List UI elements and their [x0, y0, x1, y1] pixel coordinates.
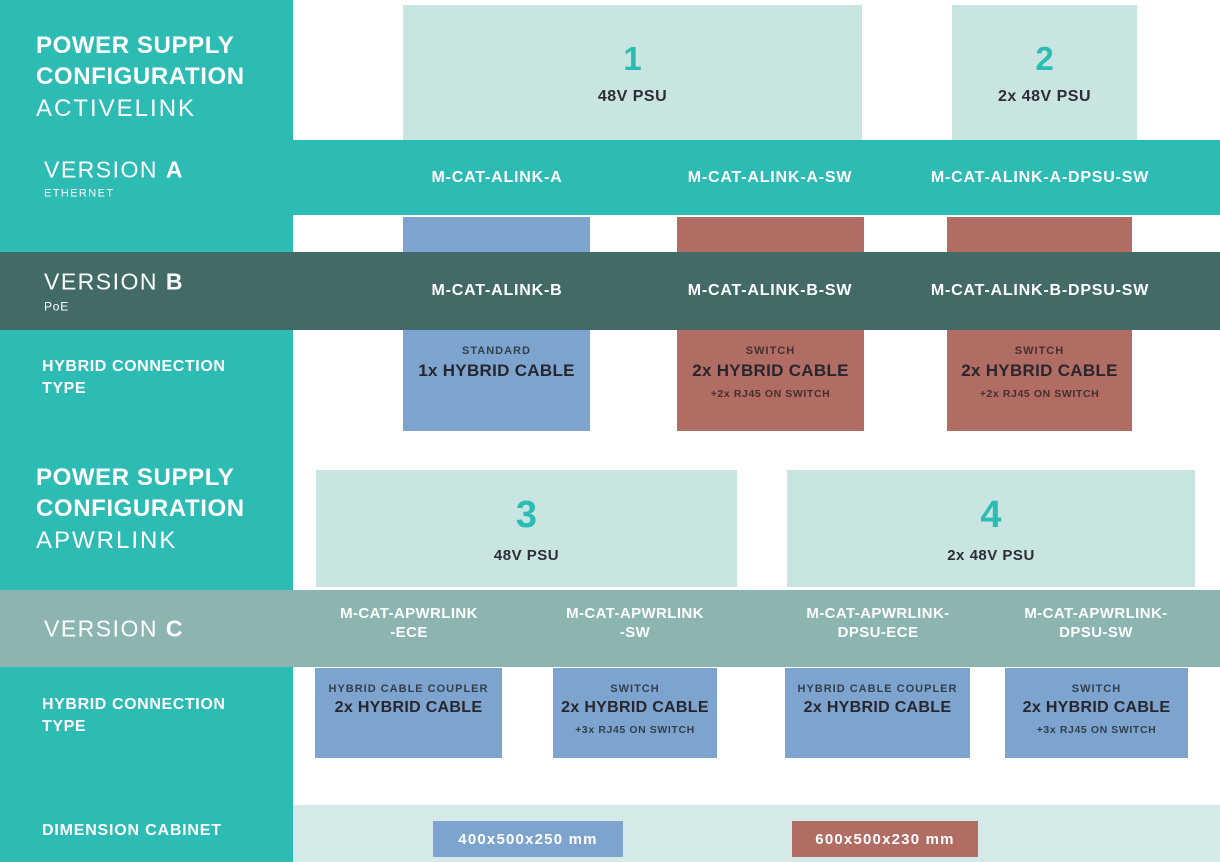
activelink-subtitle: ACTIVELINK: [36, 95, 197, 122]
version-b-sublabel: PoE: [44, 299, 70, 314]
psu-option-3-label: 48V PSU: [493, 546, 560, 564]
hybrid-label-top-line1: HYBRID CONNECTION: [42, 358, 226, 375]
hybrid-connection-type-label-top: HYBRID CONNECTION TYPE: [42, 356, 226, 400]
version-b-band: VERSION B PoE M-CAT-ALINK-B M-CAT-ALINK-…: [0, 252, 1220, 330]
psu-option-3-box: 3 48V PSU: [316, 470, 737, 587]
hybrid-box-apwrlink-dpsu-sw: SWITCH 2x HYBRID CABLE +3x RJ45 ON SWITC…: [1005, 668, 1188, 758]
version-a-word: VERSION: [44, 156, 159, 182]
hybrid-box-apwrlink-ece: HYBRID CABLE COUPLER 2x HYBRID CABLE: [315, 668, 502, 758]
psu-option-4-box: 4 2x 48V PSU: [787, 470, 1195, 587]
hybrid-box-apwrlink-dpsu-ece: HYBRID CABLE COUPLER 2x HYBRID CABLE: [785, 668, 970, 758]
column-stub-1: [403, 217, 590, 252]
hybrid-main: 2x HYBRID CABLE: [334, 699, 483, 716]
hybrid-tag: STANDARD: [462, 345, 531, 357]
hybrid-note: +2x RJ45 ON SWITCH: [979, 388, 1100, 400]
dimension-chip-600: 600x500x230 mm: [792, 821, 978, 857]
hybrid-box-alink-switch: SWITCH 2x HYBRID CABLE +2x RJ45 ON SWITC…: [677, 330, 864, 431]
hybrid-box-alink-standard: STANDARD 1x HYBRID CABLE: [403, 330, 590, 431]
dimension-cabinet-label: DIMENSION CABINET: [42, 822, 222, 839]
psu-option-2-box: 2 2x 48V PSU: [952, 5, 1137, 140]
hybrid-tag: SWITCH: [1014, 345, 1065, 357]
product-apwrlink-ece: M-CAT-APWRLINK -ECE: [340, 604, 478, 641]
product-apwrlink-dpsu-ece: M-CAT-APWRLINK- DPSU-ECE: [806, 604, 950, 641]
hybrid-connection-type-label-bottom: HYBRID CONNECTION TYPE: [42, 694, 226, 738]
apwrlink-title-line1: POWER SUPPLY: [36, 464, 235, 491]
version-c-band: VERSION C M-CAT-APWRLINK -ECE M-CAT-APWR…: [0, 590, 1220, 667]
psu-option-1-label: 48V PSU: [597, 87, 668, 105]
hybrid-tag: SWITCH: [610, 683, 660, 695]
product-alink-b-dpsu-sw: M-CAT-ALINK-B-DPSU-SW: [930, 282, 1150, 299]
version-c-word: VERSION: [44, 615, 159, 641]
activelink-title-line2: CONFIGURATION: [36, 63, 245, 90]
version-a-label: VERSION A ETHERNET: [44, 156, 184, 199]
hybrid-main: 1x HYBRID CABLE: [418, 361, 575, 380]
psu-option-3-number: 3: [515, 493, 538, 536]
hybrid-main: 2x HYBRID CABLE: [692, 361, 849, 380]
apwrlink-section-title: POWER SUPPLY CONFIGURATION APWRLINK: [36, 462, 245, 557]
version-a-letter: A: [165, 156, 184, 182]
hybrid-main: 2x HYBRID CABLE: [803, 699, 952, 716]
hybrid-label-bottom-line1: HYBRID CONNECTION: [42, 696, 226, 713]
version-c-letter: C: [165, 615, 184, 641]
hybrid-main: 2x HYBRID CABLE: [961, 361, 1118, 380]
hybrid-label-top-line2: TYPE: [42, 380, 87, 397]
apwrlink-subtitle: APWRLINK: [36, 527, 178, 554]
psu-option-2-label: 2x 48V PSU: [997, 87, 1092, 105]
hybrid-tag: SWITCH: [1071, 683, 1122, 695]
hybrid-label-bottom-line2: TYPE: [42, 718, 87, 735]
version-b-label: VERSION B PoE: [44, 269, 184, 314]
version-c-label: VERSION C: [44, 615, 184, 642]
product-alink-a-sw: M-CAT-ALINK-A-SW: [687, 168, 853, 186]
hybrid-main: 2x HYBRID CABLE: [561, 699, 709, 716]
psu-option-2-number: 2: [1035, 39, 1054, 77]
psu-option-1-box: 1 48V PSU: [403, 5, 862, 140]
hybrid-note: +3x RJ45 ON SWITCH: [1036, 724, 1157, 736]
apwrlink-title-line2: CONFIGURATION: [36, 495, 245, 522]
psu-option-4-number: 4: [980, 493, 1002, 536]
hybrid-main: 2x HYBRID CABLE: [1022, 699, 1171, 716]
hybrid-tag: SWITCH: [745, 345, 796, 357]
hybrid-note: +2x RJ45 ON SWITCH: [710, 388, 831, 400]
version-a-band: VERSION A ETHERNET M-CAT-ALINK-A M-CAT-A…: [0, 140, 1220, 215]
column-stub-2: [677, 217, 864, 252]
version-b-word: VERSION: [44, 268, 159, 295]
product-alink-b-sw: M-CAT-ALINK-B-SW: [687, 282, 853, 299]
version-a-sublabel: ETHERNET: [44, 187, 115, 199]
product-alink-a-dpsu-sw: M-CAT-ALINK-A-DPSU-SW: [930, 168, 1150, 186]
version-b-letter: B: [165, 268, 184, 295]
activelink-section-title: POWER SUPPLY CONFIGURATION ACTIVELINK: [36, 30, 245, 125]
psu-option-1-number: 1: [623, 39, 642, 77]
hybrid-box-alink-dpsu-switch: SWITCH 2x HYBRID CABLE +2x RJ45 ON SWITC…: [947, 330, 1132, 431]
product-apwrlink-sw: M-CAT-APWRLINK -SW: [566, 604, 704, 641]
activelink-title-line1: POWER SUPPLY: [36, 32, 235, 59]
dimension-chip-400: 400x500x250 mm: [433, 821, 623, 857]
hybrid-tag: HYBRID CABLE COUPLER: [797, 683, 958, 695]
column-stub-3: [947, 217, 1132, 252]
product-apwrlink-dpsu-sw: M-CAT-APWRLINK- DPSU-SW: [1024, 604, 1168, 641]
hybrid-note: +3x RJ45 ON SWITCH: [575, 724, 695, 736]
psu-option-4-label: 2x 48V PSU: [947, 546, 1035, 564]
product-alink-b: M-CAT-ALINK-B: [431, 282, 563, 299]
hybrid-box-apwrlink-sw: SWITCH 2x HYBRID CABLE +3x RJ45 ON SWITC…: [553, 668, 717, 758]
hybrid-tag: HYBRID CABLE COUPLER: [328, 683, 489, 695]
product-alink-a: M-CAT-ALINK-A: [431, 168, 563, 186]
